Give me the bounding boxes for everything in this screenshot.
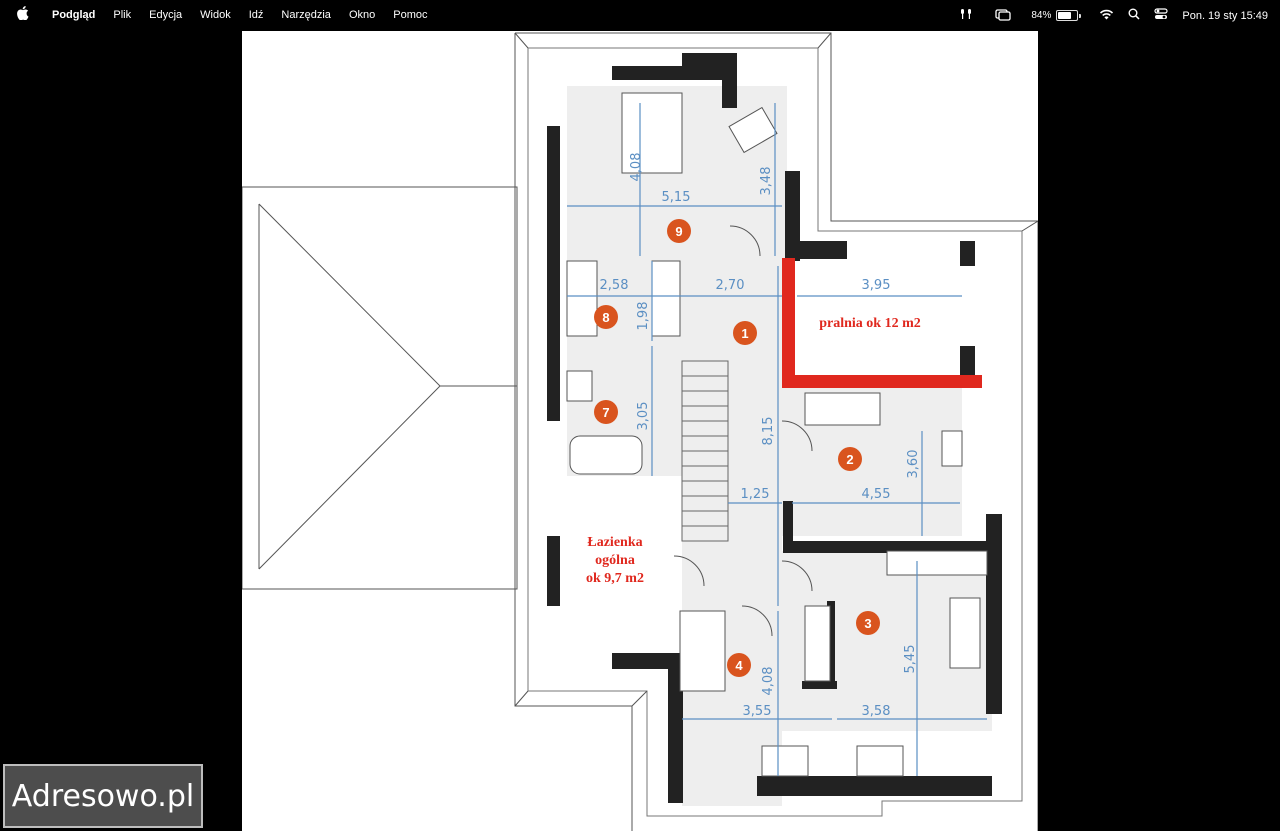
dim-4-55: 4,55 <box>862 487 891 502</box>
menu-edycja[interactable]: Edycja <box>149 9 183 21</box>
room-marker-9: 9 <box>675 224 682 239</box>
battery-percent: 84% <box>1031 10 1052 21</box>
dim-2-58: 2,58 <box>600 278 629 293</box>
laundry-outline <box>782 258 982 388</box>
dim-3-48: 3,48 <box>759 167 774 196</box>
dim-3-95: 3,95 <box>862 278 891 293</box>
desk-4 <box>761 745 809 777</box>
laundry-label: pralnia ok 12 m2 <box>819 316 921 331</box>
dim-4-08-top: 4,08 <box>629 153 644 182</box>
wifi-icon[interactable] <box>1099 8 1114 23</box>
wardrobe-8b <box>651 260 681 337</box>
sofa-3 <box>949 597 981 669</box>
dim-3-55: 3,55 <box>743 704 772 719</box>
bathroom-label-line1: Łazienka <box>587 535 642 550</box>
room-marker-3: 3 <box>864 616 871 631</box>
menu-okno[interactable]: Okno <box>348 9 376 21</box>
bed-4 <box>679 610 726 692</box>
room-marker-1: 1 <box>741 326 748 341</box>
dim-3-60: 3,60 <box>906 450 921 479</box>
sofa-2 <box>804 392 881 426</box>
date-time[interactable]: Pon. 19 sty 15:49 <box>1182 9 1268 22</box>
desk-3 <box>856 745 904 777</box>
dim-2-70: 2,70 <box>716 278 745 293</box>
dim-3-58: 3,58 <box>862 704 891 719</box>
room-marker-2: 2 <box>846 452 853 467</box>
menu-app-name[interactable]: Podgląd <box>52 9 96 21</box>
dim-5-45: 5,45 <box>903 645 918 674</box>
dim-3-05: 3,05 <box>636 402 651 431</box>
dim-4-08-bottom: 4,08 <box>761 667 776 696</box>
bathroom-label-line3: ok 9,7 m2 <box>586 571 644 586</box>
battery-icon <box>1056 10 1079 21</box>
armchair <box>728 106 778 154</box>
roof-outline <box>242 186 518 590</box>
bathroom-label-line2: ogólna <box>595 553 635 568</box>
screen-mirroring-icon[interactable] <box>995 8 1012 24</box>
image-viewer: 4,08 3,48 5,15 2,58 1,98 2,70 3,95 3,05 … <box>242 31 1038 831</box>
wardrobe-4 <box>804 605 831 682</box>
room-marker-4: 4 <box>735 658 743 673</box>
wardrobe-8a <box>566 260 598 337</box>
watermark-adresowo: Adresowo.pl <box>3 764 203 828</box>
dim-1-25: 1,25 <box>741 487 770 502</box>
dim-8-15: 8,15 <box>761 417 776 446</box>
airpods-icon[interactable] <box>959 7 973 24</box>
staircase <box>681 360 729 542</box>
search-icon[interactable] <box>1128 8 1140 23</box>
battery-status[interactable]: 84% <box>1031 10 1082 21</box>
menu-plik[interactable]: Plik <box>113 9 132 21</box>
bathtub <box>569 435 643 475</box>
dim-5-15: 5,15 <box>662 190 691 205</box>
sink <box>566 370 593 402</box>
room-marker-8: 8 <box>602 310 609 325</box>
menu-widok[interactable]: Widok <box>200 9 231 21</box>
floor-plan: 4,08 3,48 5,15 2,58 1,98 2,70 3,95 3,05 … <box>242 32 1038 831</box>
dim-1-98: 1,98 <box>636 302 651 331</box>
apple-icon[interactable] <box>0 0 43 31</box>
wardrobe-3 <box>886 550 988 576</box>
desk-2 <box>941 430 963 467</box>
menu-pomoc[interactable]: Pomoc <box>393 9 428 21</box>
menu-narzedzia[interactable]: Narzędzia <box>281 9 331 21</box>
menu-bar: Podgląd Plik Edycja Widok Idź Narzędzia … <box>0 0 1280 31</box>
control-center-icon[interactable] <box>1154 8 1168 23</box>
room-marker-7: 7 <box>602 405 609 420</box>
menu-idz[interactable]: Idź <box>248 9 264 21</box>
bed-main <box>621 92 683 174</box>
